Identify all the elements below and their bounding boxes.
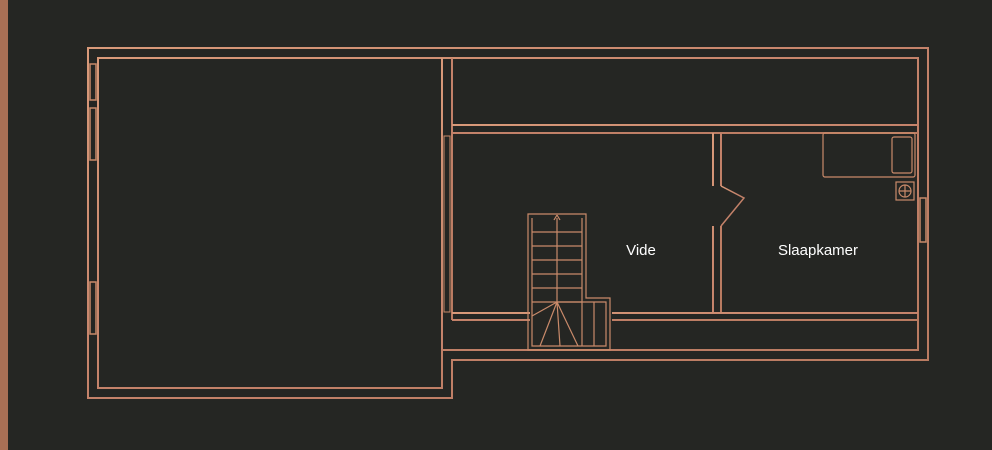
stair-arrow [553,214,561,221]
left-edge-strip [0,0,8,450]
staircase [527,213,611,351]
divider-inner-line [443,135,451,313]
room-label-vide: Vide [626,242,656,259]
divider-wall-left [441,58,453,350]
bed [822,132,916,178]
left-windows [89,63,97,335]
outer-wall-outer-line [87,47,929,399]
window-right [919,197,927,243]
bedroom-partition [712,133,722,313]
walls [87,47,929,399]
window-left-1 [89,63,97,101]
stair-outline [527,213,611,351]
bed-frame [822,132,916,178]
bedroom-door [720,185,746,227]
room-label-slaapkamer: Slaapkamer [778,242,858,259]
window-left-3 [89,281,97,335]
bed-pillow [891,136,913,174]
window-left-2 [89,107,97,161]
outlet-symbol [895,181,915,201]
outlet-cross [899,185,911,197]
top-corridor-wall [452,124,918,134]
outlet-box [895,181,915,201]
lower-wall [452,312,918,321]
outer-wall-inner-line [97,57,919,389]
stair-winders [531,301,595,347]
